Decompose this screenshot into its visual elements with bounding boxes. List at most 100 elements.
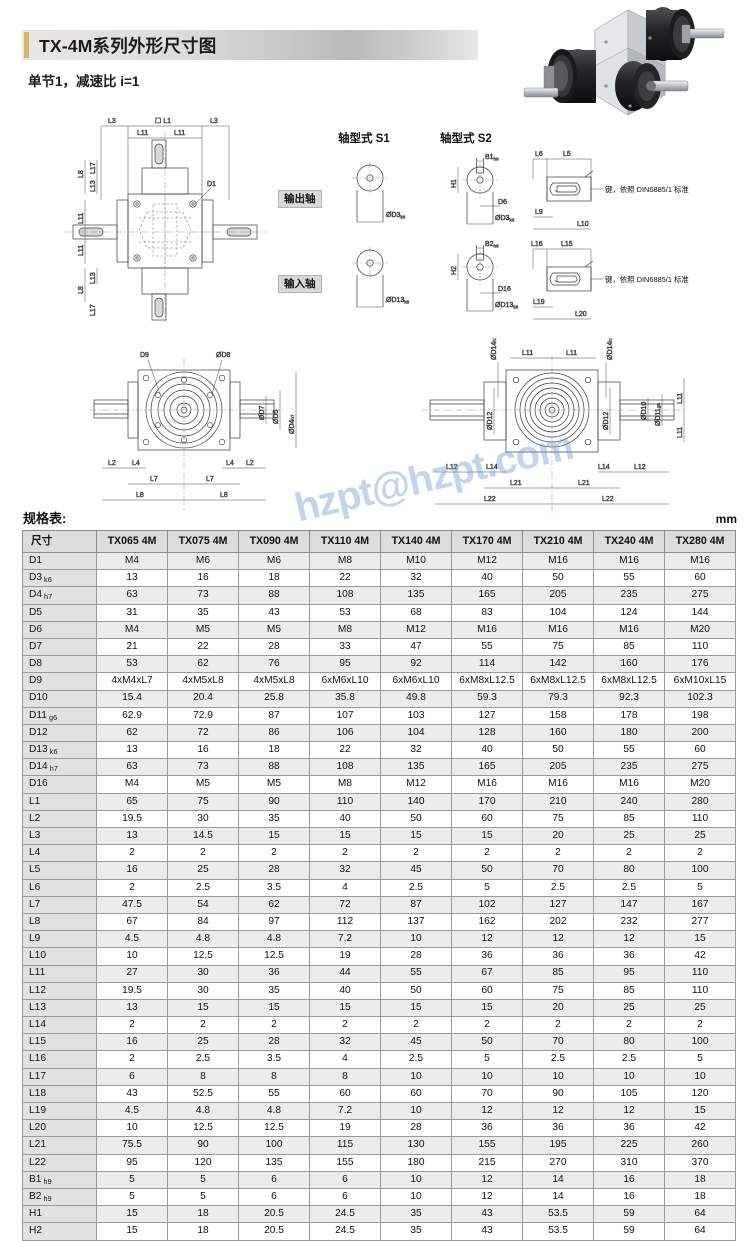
- spec-cell: 114: [451, 655, 523, 674]
- dim-L21-right: L21: [578, 480, 590, 487]
- shaft-type-s2-title: 轴型式 S2: [440, 133, 492, 145]
- spec-cell: 12.5: [238, 947, 310, 966]
- spec-cell: 42: [664, 1119, 736, 1138]
- spec-cell: 6: [238, 1187, 310, 1207]
- spec-cell: 105: [593, 1084, 665, 1104]
- spec-cell: 2: [309, 1016, 381, 1035]
- spec-cell: 16: [167, 569, 239, 588]
- spec-cell: 147: [593, 895, 665, 914]
- spec-cell: 95: [593, 964, 665, 983]
- spec-header-model-5: TX170 4M: [451, 530, 523, 553]
- spec-cell: M4: [96, 551, 168, 571]
- dim-s2-in-dia: ØD13k6: [495, 302, 519, 310]
- spec-cell: 85: [593, 981, 665, 1000]
- spec-cell: 36: [522, 1119, 594, 1138]
- spec-cell: 100: [664, 1033, 736, 1052]
- spec-cell: 92: [380, 655, 452, 674]
- spec-row-label: D8: [22, 655, 97, 674]
- spec-cell: 64: [664, 1205, 736, 1224]
- spec-cell: 25: [664, 826, 736, 846]
- spec-cell: 18: [238, 741, 310, 760]
- spec-cell: 2: [238, 1016, 310, 1035]
- dim-L13-bot: L13: [90, 272, 97, 284]
- spec-row-tolerance: h7: [44, 592, 53, 602]
- spec-cell: 2: [380, 1016, 452, 1035]
- spec-cell: M4: [96, 775, 168, 794]
- dim-L7-left: L7: [150, 476, 158, 483]
- spec-row-label: D6: [22, 620, 97, 639]
- dim-D12-left: ØD12: [487, 412, 494, 430]
- dim-L3-right: L3: [210, 118, 218, 125]
- dim-D12-right: ØD12: [603, 412, 610, 430]
- spec-cell: 70: [451, 1084, 523, 1104]
- spec-cell: 2.5: [593, 1050, 665, 1069]
- spec-cell: 50: [451, 1033, 523, 1052]
- spec-cell: 124: [593, 603, 665, 622]
- key-note-input: 键，依照 DIN6885/1 标准: [605, 275, 689, 284]
- spec-cell: 275: [664, 758, 736, 777]
- spec-cell: 63: [96, 758, 168, 777]
- spec-cell: 7.2: [309, 1101, 381, 1121]
- spec-cell: 2: [96, 1050, 168, 1069]
- spec-cell: 43: [451, 1205, 523, 1224]
- spec-cell: 102: [451, 895, 523, 914]
- spec-row-label: L22: [22, 1153, 97, 1172]
- spec-cell: 28: [380, 947, 452, 966]
- spec-header-dim: 尺寸: [22, 530, 97, 553]
- dim-L4-left: L4: [132, 460, 140, 467]
- spec-cell: 22: [309, 569, 381, 588]
- spec-cell: 70: [522, 861, 594, 880]
- spec-cell: M6: [238, 551, 310, 571]
- spec-row-tolerance: k6: [49, 747, 58, 757]
- dim-key-in-L20: L20: [575, 311, 587, 318]
- output-shaft-label: 输出轴: [278, 190, 322, 209]
- spec-cell: 10: [522, 1067, 594, 1086]
- spec-row-label: D5: [22, 603, 97, 622]
- spec-cell: 95: [309, 655, 381, 674]
- dim-D7: ØD7: [259, 406, 266, 421]
- dim-L17-bot: L17: [90, 304, 97, 316]
- spec-cell: 8: [238, 1067, 310, 1086]
- spec-cell: 95: [96, 1153, 168, 1172]
- dim-L2-left: L2: [108, 460, 116, 467]
- dim-s1-output-dia: ØD3k6: [386, 212, 406, 220]
- input-shaft-label: 输入轴: [278, 275, 322, 294]
- spec-cell: 2: [96, 878, 168, 897]
- spec-cell: 5: [96, 1170, 168, 1189]
- spec-cell: 43: [451, 1222, 523, 1241]
- spec-cell: 14.5: [167, 826, 239, 846]
- spec-row-label: D1: [22, 551, 97, 571]
- spec-cell: 60: [451, 809, 523, 829]
- spec-cell: 2: [664, 1016, 736, 1035]
- dim-L1: ☐ L1: [155, 117, 171, 125]
- spec-cell: 6xM6xL10: [309, 672, 381, 691]
- spec-cell: 35: [238, 981, 310, 1000]
- spec-cell: 40: [451, 741, 523, 760]
- spec-row-tolerance: h9: [43, 1193, 52, 1203]
- spec-cell: 270: [522, 1153, 594, 1172]
- spec-cell: 72: [167, 723, 239, 743]
- spec-cell: 176: [664, 655, 736, 674]
- spec-cell: 15: [96, 1205, 168, 1224]
- spec-unit-label: mm: [715, 512, 737, 526]
- dim-L11-t2: L11: [174, 130, 185, 137]
- spec-cell: 2: [664, 844, 736, 863]
- spec-cell: 210: [522, 792, 594, 811]
- dim-key-out-L9: L9: [535, 209, 543, 216]
- spec-row-label: L17: [22, 1067, 97, 1086]
- spec-cell: 13: [96, 998, 168, 1018]
- spec-cell: 70: [522, 1033, 594, 1052]
- spec-cell: 4.5: [96, 1101, 168, 1121]
